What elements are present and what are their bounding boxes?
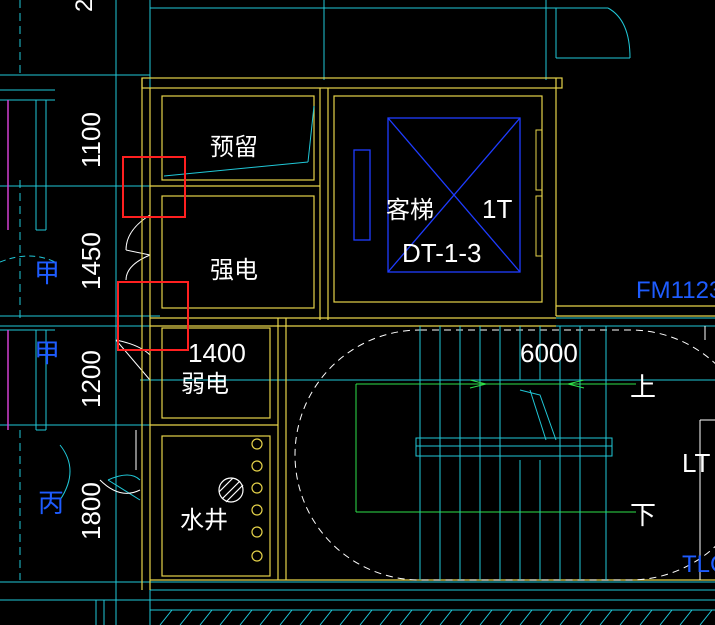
stair-up-label: 上 [630, 372, 656, 402]
elevator-car [353, 117, 521, 273]
door-label-fm: FM1123 [636, 277, 715, 304]
dim-1100: 1100 [76, 112, 106, 168]
dim-6000: 6000 [520, 338, 578, 368]
right-walls [699, 326, 715, 580]
stair-oval [294, 329, 715, 581]
room-label-weak-power: 弱电 [181, 371, 229, 398]
room-label-reserved: 预留 [210, 134, 258, 161]
dim-top: 2 [71, 0, 98, 12]
water-main-pipe [218, 477, 244, 503]
label-lt: LT [682, 448, 711, 478]
room-label-water-well: 水井 [180, 507, 228, 534]
water-pipes [251, 438, 263, 562]
door-label-jia-1: 甲 [34, 258, 60, 288]
door-label-bing: 丙 [38, 488, 64, 518]
dim-1200: 1200 [76, 350, 106, 408]
room-label-strong-power: 强电 [210, 257, 258, 284]
stair-down-label: 下 [630, 500, 656, 530]
red-marker-upper [122, 156, 186, 218]
left-wall-lines [0, 0, 141, 580]
dim-1400: 1400 [188, 338, 246, 368]
stair-walk-lines [355, 379, 636, 513]
dim-1450: 1450 [76, 232, 106, 290]
red-markers [117, 156, 189, 351]
building-outline [141, 77, 715, 590]
reserved-diagonal [163, 105, 315, 177]
room-label-elevator: 客梯 [386, 197, 434, 224]
red-marker-lower [117, 281, 189, 351]
elevator-door-rails [535, 129, 543, 257]
elevator-load-label: 1T [482, 194, 512, 224]
bottom-hatch [0, 599, 715, 625]
stair-treads [415, 326, 613, 580]
room-boxes [161, 95, 543, 577]
door-label-jia-2: 甲 [34, 338, 60, 368]
label-tlc: TLC [682, 551, 715, 578]
elevator-code-label: DT-1-3 [402, 238, 481, 268]
dim-1800: 1800 [76, 482, 106, 540]
